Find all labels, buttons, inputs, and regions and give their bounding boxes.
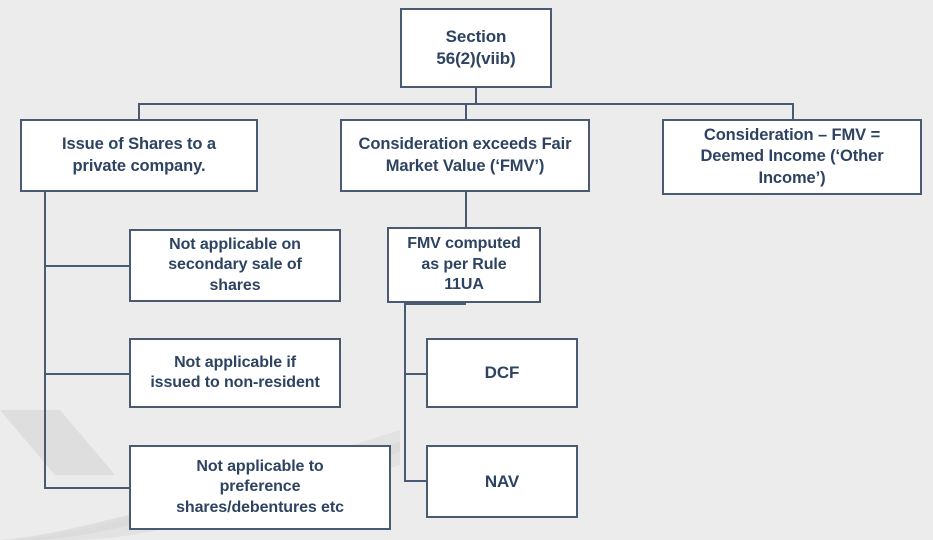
node-label: Consideration exceeds Fair Market Value …: [358, 135, 572, 175]
connector-root-down: [475, 88, 477, 104]
connector-left-arm-1: [44, 265, 130, 267]
connector-left-spine: [44, 192, 46, 488]
connector-left-arm-3: [44, 487, 130, 489]
node-deemed-income[interactable]: Consideration – FMV = Deemed Income (‘Ot…: [662, 119, 922, 195]
connector-left-arm-2: [44, 373, 130, 375]
node-dcf[interactable]: DCF: [426, 338, 578, 408]
node-nav[interactable]: NAV: [426, 445, 578, 518]
connector-to-deemed: [792, 103, 794, 120]
node-not-applicable-secondary-sale[interactable]: Not applicable on secondary sale of shar…: [129, 229, 341, 302]
connector-middle-arm-nav: [404, 480, 427, 482]
node-consideration-exceeds-fmv[interactable]: Consideration exceeds Fair Market Value …: [340, 119, 590, 192]
node-label: Section 56(2)(viib): [436, 27, 516, 68]
connector-to-issue: [138, 103, 140, 120]
node-label: Consideration – FMV = Deemed Income (‘Ot…: [700, 126, 884, 187]
node-label: Not applicable to preference shares/debe…: [176, 457, 344, 516]
connector-to-consideration: [465, 103, 467, 120]
node-label: Not applicable if issued to non-resident: [150, 353, 320, 391]
node-fmv-rule-11ua[interactable]: FMV computed as per Rule 11UA: [387, 227, 541, 303]
connector-consideration-to-fmv: [465, 192, 467, 228]
connector-middle-spine: [404, 303, 406, 481]
connector-middle-arm-dcf: [404, 373, 427, 375]
node-label: Not applicable on secondary sale of shar…: [168, 235, 302, 294]
node-label: NAV: [484, 471, 520, 491]
node-label: DCF: [484, 363, 520, 383]
connector-fmv-down-link: [404, 303, 466, 305]
node-not-applicable-non-resident[interactable]: Not applicable if issued to non-resident: [129, 338, 341, 408]
node-not-applicable-preference-shares[interactable]: Not applicable to preference shares/debe…: [129, 445, 391, 530]
node-section-56-2-viib[interactable]: Section 56(2)(viib): [400, 8, 552, 88]
node-issue-of-shares[interactable]: Issue of Shares to a private company.: [20, 119, 258, 192]
node-label: Issue of Shares to a private company.: [62, 135, 216, 175]
node-label: FMV computed as per Rule 11UA: [407, 235, 521, 294]
